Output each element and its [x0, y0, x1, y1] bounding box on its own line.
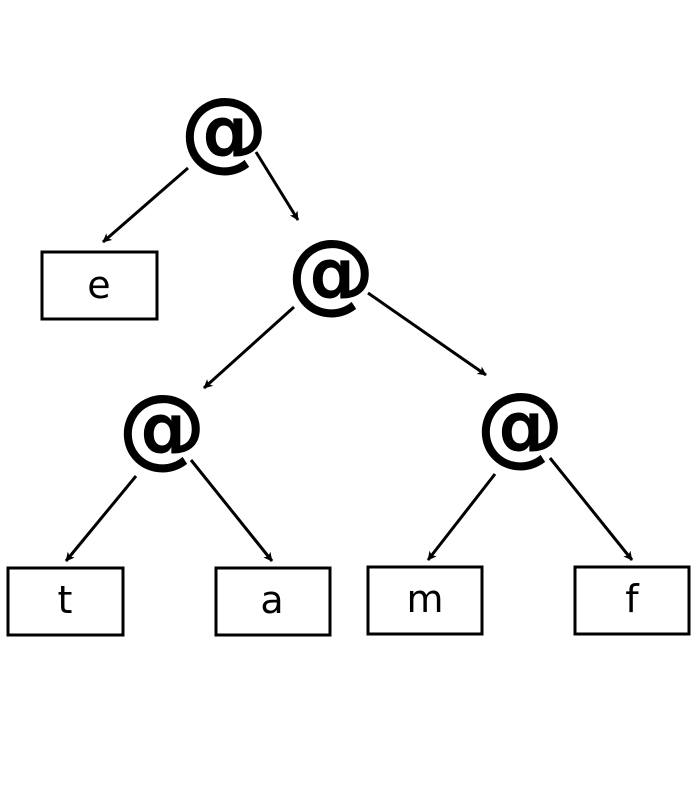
- edge-apply-left-to-t: [64, 475, 138, 562]
- leaf-label-e: e: [87, 263, 110, 307]
- edge-root-to-apply-2: [254, 151, 300, 221]
- apply-node-root: @: [180, 78, 268, 181]
- leaf-a: a: [214, 566, 332, 637]
- edge-apply-2-to-apply-right: [367, 291, 487, 377]
- apply-node-left: @: [118, 375, 206, 478]
- leaf-label-t: t: [58, 578, 73, 622]
- leaf-f: f: [573, 565, 691, 636]
- leaf-t: t: [6, 566, 125, 637]
- leaf-label-m: m: [406, 577, 443, 621]
- edge-apply-right-to-m: [426, 473, 497, 561]
- edge-root-to-e: [102, 166, 189, 244]
- apply-node-right: @: [476, 373, 564, 476]
- leaf-label-f: f: [625, 577, 640, 621]
- leaf-label-a: a: [260, 578, 283, 622]
- edge-apply-left-to-a: [189, 459, 274, 562]
- edge-apply-2-to-apply-left: [202, 305, 296, 390]
- leaf-m: m: [366, 565, 484, 636]
- apply-node-level-2: @: [287, 220, 375, 323]
- edge-apply-right-to-f: [548, 457, 634, 561]
- leaf-e: e: [40, 250, 159, 321]
